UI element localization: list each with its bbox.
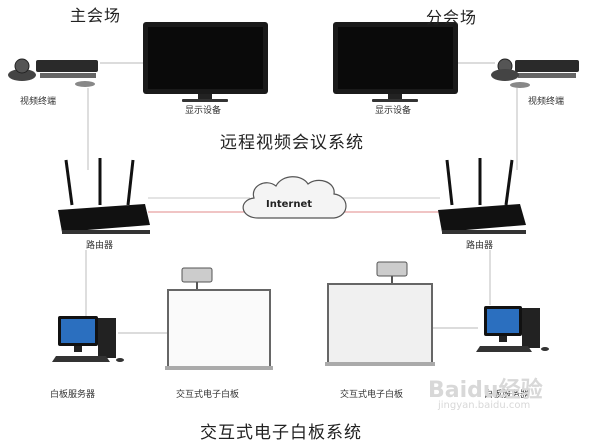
router-right-icon (438, 158, 526, 234)
router-left-label: 路由器 (86, 241, 114, 251)
interactive-wb-left-label: 交互式电子白板 (176, 390, 240, 400)
baidu-watermark-logo: Baidu经验 (428, 378, 543, 403)
whiteboard-server-left-icon (52, 316, 124, 362)
baidu-watermark-url: jingyan.baidu.com (438, 400, 531, 411)
interactive-whiteboard-left-icon (165, 267, 273, 370)
interactive-whiteboard-right-icon (325, 261, 435, 366)
interactive-wb-right-label: 交互式电子白板 (340, 390, 404, 400)
video-conference-system-title: 远程视频会议系统 (220, 133, 364, 153)
sub-venue-title: 分会场 (426, 8, 478, 27)
display-right-label: 显示设备 (375, 106, 412, 116)
connection-lines (85, 62, 518, 334)
video-terminal-left-icon (8, 58, 98, 87)
whiteboard-server-right-icon (476, 306, 549, 352)
main-venue-title: 主会场 (70, 6, 122, 25)
whiteboard-system-title: 交互式电子白板系统 (200, 423, 362, 443)
internet-links (148, 197, 440, 213)
router-left-icon (58, 158, 150, 234)
video-terminal-right-label: 视频终端 (528, 97, 565, 107)
display-monitor-left-icon (143, 22, 268, 102)
display-monitor-right-icon (333, 22, 458, 102)
internet-label: Internet (266, 199, 313, 210)
wb-server-right-label: 白板服务器 (484, 390, 530, 400)
display-left-label: 显示设备 (185, 106, 222, 116)
video-terminal-right-icon (491, 58, 579, 88)
video-terminal-left-label: 视频终端 (20, 97, 57, 107)
wb-server-left-label: 白板服务器 (50, 390, 96, 400)
internet-cloud-icon (242, 176, 347, 219)
router-right-label: 路由器 (466, 241, 494, 251)
